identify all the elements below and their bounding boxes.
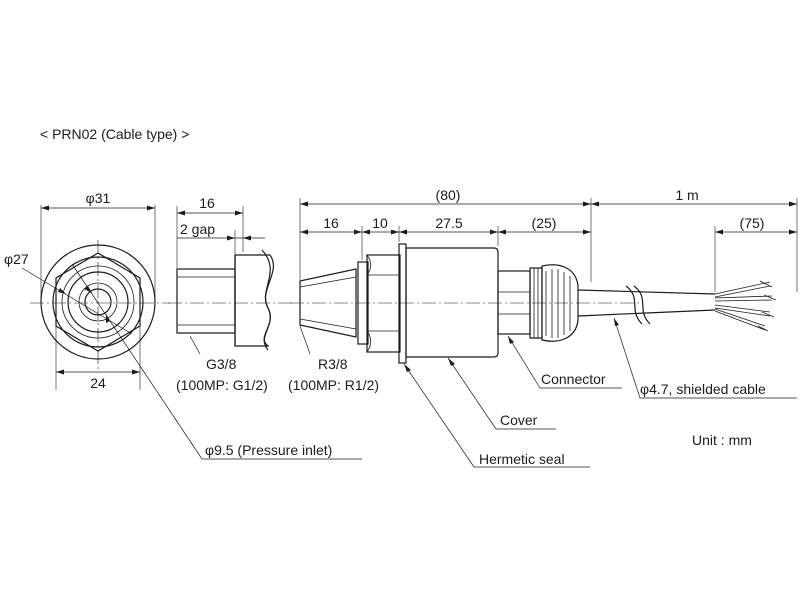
connector-callout: Connector — [541, 371, 606, 387]
cable-callout: φ4.7, shielded cable — [640, 381, 766, 397]
dim-hex-width: 24 — [90, 375, 106, 391]
dim-gap: 2 gap — [180, 221, 215, 237]
unit-label: Unit : mm — [692, 432, 752, 448]
dim-total-length: (80) — [436, 187, 461, 203]
r-thread-alt-label: (100MP: R1/2) — [288, 377, 379, 393]
g-thread-label: G3/8 — [206, 356, 237, 372]
dim-fitting-length: 16 — [199, 195, 215, 211]
pressure-inlet-label: φ9.5 (Pressure inlet) — [205, 442, 332, 458]
g-thread-alt-label: (100MP: G1/2) — [176, 377, 268, 393]
dim-hex-length: 10 — [372, 215, 388, 231]
hermetic-seal-callout: Hermetic seal — [479, 451, 565, 467]
dim-cover-length: 27.5 — [435, 215, 462, 231]
drawing-title: < PRN02 (Cable type) > — [40, 126, 189, 142]
dim-thread-length: 16 — [323, 215, 339, 231]
g-fitting-view: 16 2 gap G3/8 (100MP: G1/2) — [168, 195, 292, 393]
front-view: φ31 24 φ27 φ9.5 (Pressure inlet) — [4, 190, 362, 460]
dim-outer-diameter: φ31 — [86, 190, 111, 206]
dim-inner-diameter: φ27 — [4, 251, 29, 267]
sensor-body-view: (80) 1 m 16 10 27.5 (25) (75) R3/8 (1 — [288, 187, 798, 468]
cover-callout: Cover — [500, 412, 538, 428]
dim-strip-length: (75) — [740, 215, 765, 231]
dim-connector-length: (25) — [532, 215, 557, 231]
r-thread-label: R3/8 — [318, 356, 348, 372]
dim-cable-length: 1 m — [675, 187, 698, 203]
